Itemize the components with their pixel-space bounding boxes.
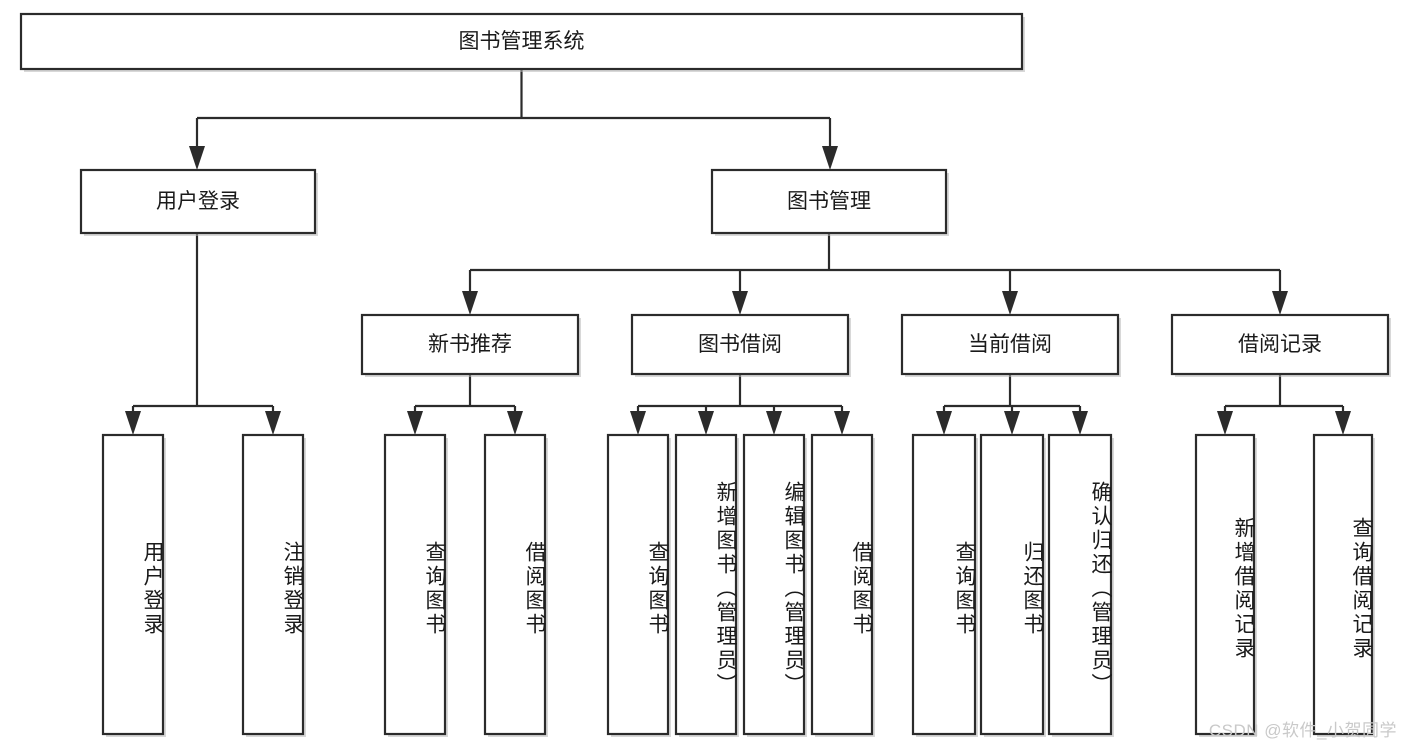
node-label-user-login: 用户登录 — [156, 190, 240, 213]
connector-group-userlogin-to-leaves — [125, 233, 281, 435]
connector-group-newbook-to-leaves — [407, 374, 523, 435]
connector-group-root-to-level2 — [189, 69, 838, 170]
node-box-user-login[interactable] — [79, 168, 317, 235]
arrow-current-borrow — [1002, 291, 1018, 315]
arrow-leaf-user-login — [125, 411, 141, 435]
connector-group-bookmanage-to-level3 — [462, 233, 1288, 315]
arrow-leaf-query-book-1 — [407, 411, 423, 435]
arrow-leaf-add-record — [1217, 411, 1233, 435]
node-box-leaf-query-book-1[interactable] — [383, 433, 447, 736]
node-box-borrow-record[interactable] — [1170, 313, 1390, 376]
node-label-new-book-recommend: 新书推荐 — [428, 333, 512, 356]
node-box-current-borrow[interactable] — [900, 313, 1120, 376]
connector-group-bookborrow-to-leaves — [630, 374, 850, 435]
node-box-leaf-edit-book-admin[interactable] — [742, 433, 806, 736]
connector-group-borrowrecord-to-leaves — [1217, 374, 1351, 435]
arrow-new-book-recommend — [462, 291, 478, 315]
node-box-leaf-query-book-3[interactable] — [911, 433, 977, 736]
arrow-leaf-add-book — [698, 411, 714, 435]
node-box-leaf-return-book[interactable] — [979, 433, 1045, 736]
node-box-new-book-recommend[interactable] — [360, 313, 580, 376]
node-boxes-layer — [19, 12, 1391, 737]
arrow-user-login — [189, 146, 205, 170]
node-box-leaf-logout[interactable] — [241, 433, 305, 736]
node-box-leaf-query-borrow-record[interactable] — [1312, 433, 1374, 736]
arrow-book-manage — [822, 146, 838, 170]
arrow-borrow-record — [1272, 291, 1288, 315]
node-box-leaf-borrow-book-2[interactable] — [810, 433, 874, 736]
node-box-leaf-borrow-book-1[interactable] — [483, 433, 547, 736]
node-box-leaf-add-borrow-record[interactable] — [1194, 433, 1256, 736]
node-box-leaf-confirm-return-admin[interactable] — [1047, 433, 1113, 736]
arrow-leaf-query-book-2 — [630, 411, 646, 435]
node-label-root: 图书管理系统 — [459, 30, 585, 53]
node-label-book-manage: 图书管理 — [787, 190, 871, 213]
node-label-current-borrow: 当前借阅 — [968, 333, 1052, 356]
node-box-leaf-user-login[interactable] — [101, 433, 165, 736]
node-label-borrow-record: 借阅记录 — [1238, 333, 1322, 356]
arrow-leaf-logout — [265, 411, 281, 435]
arrow-leaf-edit-book — [766, 411, 782, 435]
arrow-leaf-borrow-book-1 — [507, 411, 523, 435]
node-label-book-borrow: 图书借阅 — [698, 333, 782, 356]
node-box-root[interactable] — [19, 12, 1024, 71]
connector-group-currentborrow-to-leaves — [936, 374, 1088, 435]
node-box-leaf-query-book-2[interactable] — [606, 433, 670, 736]
arrow-leaf-confirm-return — [1072, 411, 1088, 435]
node-box-book-manage[interactable] — [710, 168, 948, 235]
arrow-book-borrow — [732, 291, 748, 315]
arrow-leaf-query-record — [1335, 411, 1351, 435]
node-box-leaf-add-book-admin[interactable] — [674, 433, 738, 736]
arrow-leaf-query-book-3 — [936, 411, 952, 435]
arrow-leaf-return-book — [1004, 411, 1020, 435]
node-box-book-borrow[interactable] — [630, 313, 850, 376]
csdn-watermark: CSDN @软件_小贺同学 — [1208, 721, 1397, 740]
arrow-leaf-borrow-book-2 — [834, 411, 850, 435]
